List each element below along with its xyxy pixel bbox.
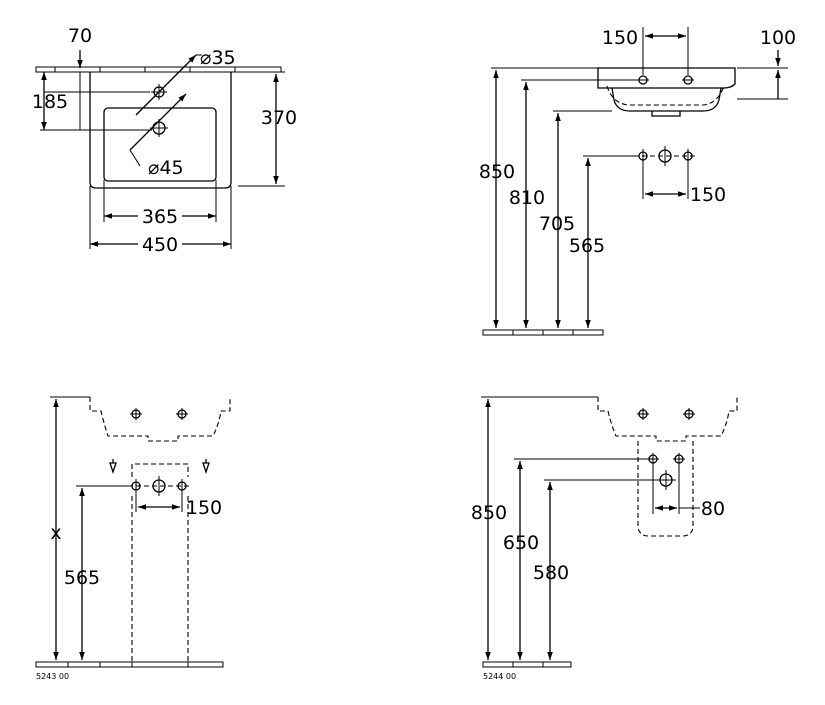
dim-580: 580: [533, 562, 569, 584]
pedestal-connection-holes: [128, 476, 192, 496]
dim-370: 370: [261, 107, 297, 129]
semi-pedestal-dashed: [637, 441, 694, 537]
dim-185: 185: [32, 91, 68, 113]
dim-365: 365: [142, 206, 178, 228]
pedestal-dashed: [131, 463, 189, 662]
pedestal-view: 150 x 565 5243 00: [35, 396, 231, 681]
basin-front: [597, 67, 736, 89]
bowl-outline: [103, 107, 217, 182]
dim-705: 705: [539, 213, 575, 235]
dim-850-front: 850: [479, 161, 515, 183]
tap-holes-semi: [637, 408, 695, 420]
basin-dashed: [89, 397, 231, 442]
basin-dashed-semi: [597, 397, 738, 442]
top-view: 70 185 ⌀35 ⌀45 370 365 450: [32, 25, 297, 256]
dim-565-front: 565: [569, 235, 605, 257]
dim-x: x: [50, 522, 61, 544]
basin-outline: [89, 72, 232, 189]
floor-strip-pedestal: [35, 661, 224, 668]
wall-connection-holes: [634, 146, 697, 166]
waste-hole: [150, 119, 168, 137]
dim-100: 100: [760, 27, 796, 49]
dim-150-top: 150: [602, 27, 638, 49]
dim-450: 450: [142, 234, 178, 256]
tap-holes-pedestal: [130, 408, 188, 420]
wall-strip: [35, 66, 282, 73]
dim-diam45: ⌀45: [148, 157, 184, 179]
tap-holes-front: [637, 75, 694, 85]
dim-150-side: 150: [690, 184, 726, 206]
down-arrow-right: [202, 459, 210, 475]
floor-strip-semi: [482, 661, 572, 668]
dim-565-pedestal: 565: [64, 567, 100, 589]
dim-70: 70: [68, 25, 92, 47]
down-arrow-left: [109, 459, 117, 475]
dim-810: 810: [509, 187, 545, 209]
product-code-5244: 5244 00: [483, 672, 516, 681]
dim-80: 80: [701, 498, 725, 520]
front-view: 150 100 850 810 705 565: [479, 27, 796, 336]
dim-650: 650: [503, 532, 539, 554]
dim-850-semi: 850: [471, 502, 507, 524]
semi-pedestal-holes: [647, 453, 685, 490]
dim-diam35: ⌀35: [200, 47, 236, 69]
dim-150-pedestal: 150: [186, 497, 222, 519]
product-code-5243: 5243 00: [36, 672, 69, 681]
semi-pedestal-view: 80 850 650 580 5244 00: [471, 396, 738, 681]
